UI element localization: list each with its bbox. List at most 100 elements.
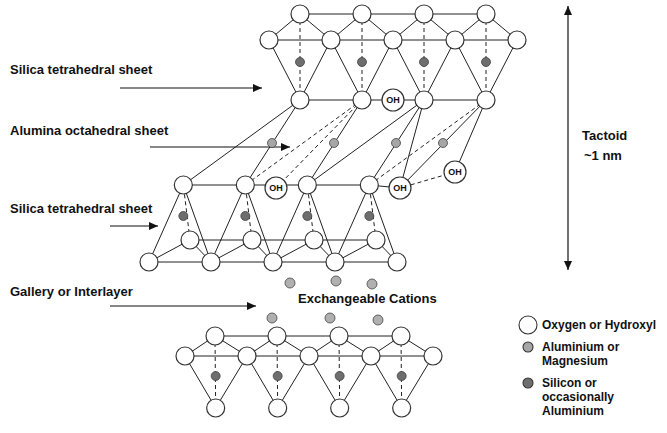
tactoid-label: Tactoid	[582, 128, 627, 143]
arrow-head	[149, 222, 158, 230]
oxygen-atom	[207, 399, 225, 417]
bond-line	[183, 185, 211, 262]
oxygen-atom	[367, 231, 385, 249]
arrow-head	[253, 84, 262, 92]
silicon-atom	[303, 212, 312, 221]
arrow-head	[247, 302, 256, 310]
silicon-atom	[397, 372, 406, 381]
exchangeable-cation	[373, 315, 383, 325]
oxygen-atom	[389, 177, 411, 199]
bond-line	[245, 100, 362, 185]
oxygen-atom	[392, 327, 410, 345]
oxygen-atom	[291, 91, 309, 109]
oxygen-atom	[446, 31, 464, 49]
aluminium-atom	[268, 139, 277, 148]
silicon-atom	[273, 372, 282, 381]
oxygen-atom	[382, 89, 404, 111]
bond-line	[424, 14, 425, 100]
oxygen-atom	[174, 176, 192, 194]
leader-arrow	[120, 87, 262, 88]
aluminium-atom	[439, 139, 448, 148]
oxygen-atom	[353, 91, 371, 109]
oxygen-atom	[243, 231, 261, 249]
hydroxyl-label: OH	[448, 167, 462, 177]
oxygen-atom	[268, 327, 286, 345]
exchangeable-cation	[331, 276, 341, 286]
oxygen-atom	[265, 177, 287, 199]
oxygen-atom	[305, 231, 323, 249]
silicon-atom	[420, 58, 429, 67]
legend-text: Silicon or occasionally Aluminium	[542, 376, 662, 418]
sheet-label: Silica tetrahedral sheet	[10, 201, 152, 216]
bond-line	[455, 40, 486, 100]
bond-line	[400, 100, 424, 188]
oxygen-atom	[260, 31, 278, 49]
oxygen-atom	[415, 91, 433, 109]
bond-line	[307, 100, 424, 185]
oxygen-atom	[415, 5, 433, 23]
bond-line	[486, 40, 517, 100]
arrow-head	[564, 261, 572, 270]
silicon-atom	[241, 212, 250, 221]
oxygen-atom	[264, 253, 282, 271]
exchangeable-cation	[267, 313, 277, 323]
bond-line	[183, 100, 300, 185]
hydroxyl-label: OH	[269, 183, 283, 193]
oxygen-atom	[384, 31, 402, 49]
oxygen-atom	[393, 399, 411, 417]
bond-line	[149, 185, 183, 262]
hydroxyl-label: OH	[386, 95, 400, 105]
bond-line	[331, 40, 362, 100]
oxygen-atom	[181, 231, 199, 249]
arrow-head	[564, 6, 572, 15]
bond-line	[307, 185, 335, 262]
cation-label: Exchangeable Cations	[298, 291, 437, 306]
oxygen-atom	[326, 253, 344, 271]
bond-line	[400, 100, 486, 188]
bond-line	[307, 100, 362, 185]
oxygen-atom	[202, 253, 220, 271]
oxygen-atom	[176, 347, 194, 365]
silicon-atom	[358, 58, 367, 67]
oxygen-atom	[300, 347, 318, 365]
cation-dots	[179, 58, 491, 381]
silicon-atom	[482, 58, 491, 67]
bond-line	[269, 40, 300, 100]
bond-line	[300, 14, 301, 100]
aluminium-atom	[330, 139, 339, 148]
aluminium-atom	[392, 139, 401, 148]
silicon-atom	[365, 212, 374, 221]
silicon-atom	[335, 372, 344, 381]
oxygen-atom	[140, 253, 158, 271]
oxygen-atom	[236, 176, 254, 194]
bond-line	[424, 40, 455, 100]
bond-line	[455, 100, 486, 172]
silicon-atom	[179, 212, 188, 221]
hydroxyl-label: OH	[393, 183, 407, 193]
exchangeable-cation	[325, 313, 335, 323]
silicon-atom	[296, 58, 305, 67]
legend-swatch	[523, 342, 533, 352]
exchangeable-cation	[285, 278, 295, 288]
arrow-head	[281, 143, 290, 151]
bond-line	[335, 185, 369, 262]
legend-text: Aluminium or Magnesium	[542, 340, 662, 368]
bond-line	[211, 185, 245, 262]
sheet-label: Silica tetrahedral sheet	[10, 62, 152, 77]
legend-swatch	[523, 378, 533, 388]
oxygen-atom	[330, 327, 348, 345]
gallery-label: Gallery or Interlayer	[10, 284, 133, 299]
oxygen-atom	[353, 5, 371, 23]
leader-arrow	[110, 305, 256, 306]
sheet-label: Alumina octahedral sheet	[10, 123, 168, 138]
oxygen-atom	[331, 399, 349, 417]
oxygen-atom	[444, 161, 466, 183]
oxygen-atom	[298, 176, 316, 194]
oxygen-atom	[477, 91, 495, 109]
bond-line	[276, 100, 362, 188]
oxygen-atom	[269, 399, 287, 417]
leader-arrow	[567, 6, 568, 270]
silicon-atom	[211, 372, 220, 381]
bond-lines	[110, 6, 572, 408]
